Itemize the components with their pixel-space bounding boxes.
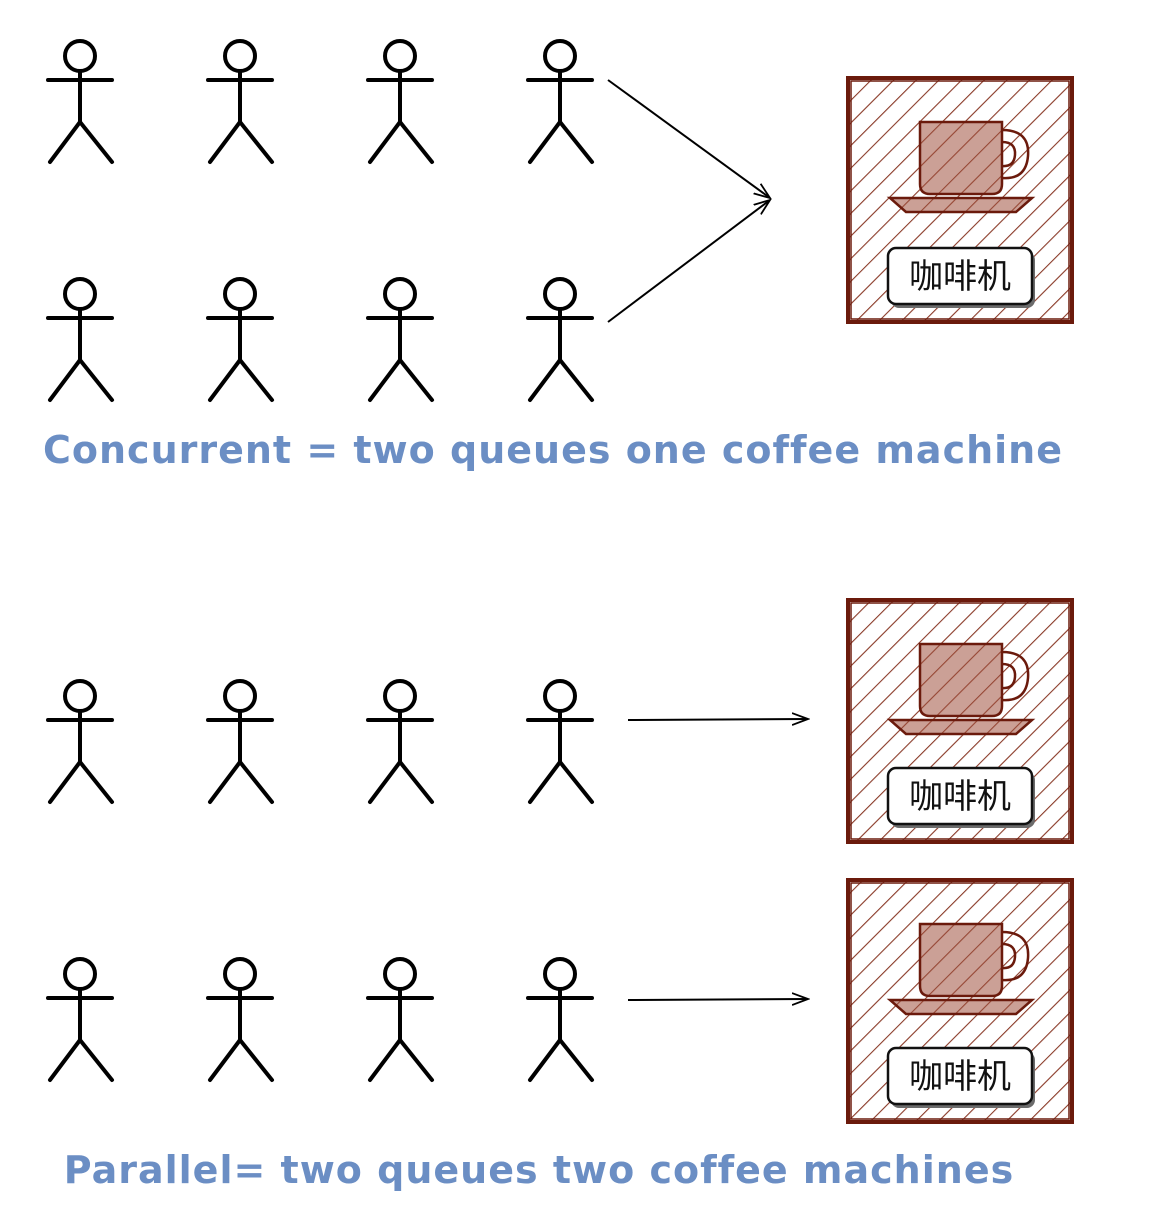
coffee-machine-label: 咖啡机 xyxy=(886,246,1035,308)
arrow-icon xyxy=(627,999,808,1000)
stick-figure-icon xyxy=(366,39,434,164)
coffee-machine-label-text: 咖啡机 xyxy=(909,1057,1011,1097)
coffee-machine: 咖啡机 xyxy=(846,878,1074,1124)
coffee-machine-label: 咖啡机 xyxy=(886,766,1035,828)
stick-figure-icon xyxy=(206,277,274,402)
concurrent-caption: Concurrent = two queues one coffee machi… xyxy=(43,428,1063,472)
stick-figure-icon xyxy=(46,957,114,1082)
stick-figure-icon xyxy=(366,679,434,804)
stick-figure-icon xyxy=(526,679,594,804)
coffee-machine-label: 咖啡机 xyxy=(886,1046,1035,1108)
stick-figure-icon xyxy=(46,277,114,402)
stick-figure-icon xyxy=(46,679,114,804)
coffee-cup-icon xyxy=(886,922,1036,1016)
coffee-machine: 咖啡机 xyxy=(846,598,1074,844)
stick-figure-icon xyxy=(526,39,594,164)
arrow-icon xyxy=(607,200,770,323)
stick-figure-icon xyxy=(366,957,434,1082)
coffee-machine-label-text: 咖啡机 xyxy=(909,257,1011,297)
stick-figure-icon xyxy=(526,957,594,1082)
coffee-machine-label-text: 咖啡机 xyxy=(909,777,1011,817)
coffee-machine: 咖啡机 xyxy=(846,76,1074,324)
arrows-group xyxy=(607,79,808,1000)
parallel-caption: Parallel= two queues two coffee machines xyxy=(63,1148,1015,1192)
stick-figure-icon xyxy=(46,39,114,164)
arrow-icon xyxy=(607,79,770,198)
stick-figure-icon xyxy=(526,277,594,402)
coffee-cup-icon xyxy=(886,642,1036,736)
coffee-cup-icon xyxy=(886,120,1036,214)
stick-figure-icon xyxy=(206,957,274,1082)
stick-figure-icon xyxy=(206,679,274,804)
stick-figure-icon xyxy=(366,277,434,402)
stick-figure-icon xyxy=(206,39,274,164)
arrow-icon xyxy=(627,719,808,720)
people-group xyxy=(46,39,594,1082)
